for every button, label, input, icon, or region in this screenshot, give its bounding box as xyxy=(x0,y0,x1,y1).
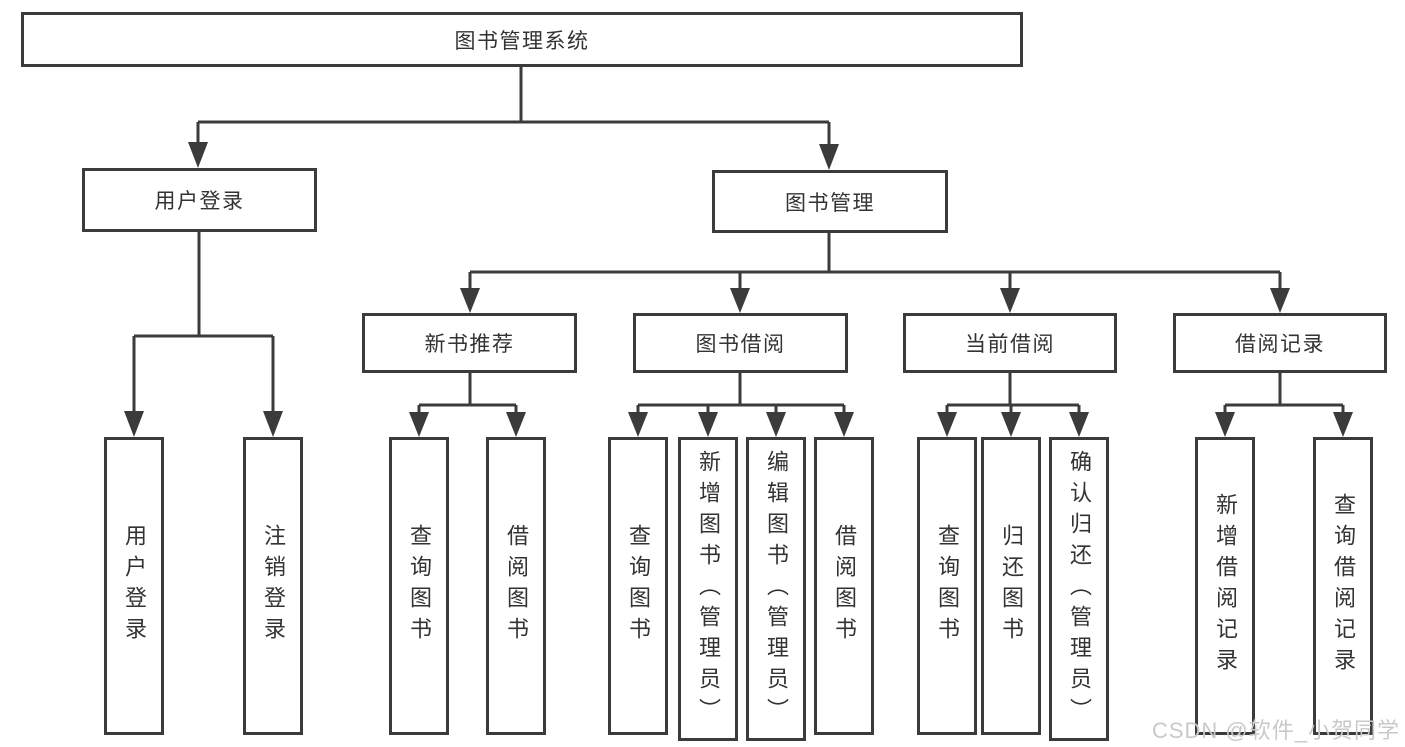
leaf-confirm-return-admin: 确认归还（管理员） xyxy=(1049,437,1109,741)
node-borrow-records-label: 借阅记录 xyxy=(1235,333,1325,356)
leaf-query-borrow-record: 查询借阅记录 xyxy=(1313,437,1373,735)
node-book-borrow: 图书借阅 xyxy=(633,313,848,373)
node-new-book-recommend: 新书推荐 xyxy=(362,313,577,373)
leaf-add-borrow-record: 新增借阅记录 xyxy=(1195,437,1255,735)
connector-current-borrow-children xyxy=(937,373,1089,437)
watermark: CSDN @软件_小贺同学 xyxy=(1151,718,1400,743)
node-user-login-label: 用户登录 xyxy=(154,190,245,213)
connector-book-management-level3 xyxy=(460,233,1290,313)
node-borrow-records: 借阅记录 xyxy=(1173,313,1387,373)
leaf-return-books: 归还图书 xyxy=(981,437,1041,735)
leaf-borrow-books-borrow-label: 借阅图书 xyxy=(832,524,857,648)
leaf-logout: 注销登录 xyxy=(243,437,303,735)
node-root-label: 图书管理系统 xyxy=(454,29,590,53)
node-book-borrow-label: 图书借阅 xyxy=(695,333,786,356)
leaf-add-books-admin: 新增图书（管理员） xyxy=(678,437,738,741)
node-book-management: 图书管理 xyxy=(712,170,948,233)
leaf-borrow-books-recommend: 借阅图书 xyxy=(486,437,546,735)
leaf-edit-books-admin: 编辑图书（管理员） xyxy=(746,437,806,741)
leaf-query-books-current: 查询图书 xyxy=(917,437,977,735)
node-root-system: 图书管理系统 xyxy=(21,12,1023,67)
node-new-book-recommend-label: 新书推荐 xyxy=(424,333,515,356)
leaf-query-books-recommend-label: 查询图书 xyxy=(407,524,432,648)
leaf-confirm-return-admin-label: 确认归还（管理员） xyxy=(1067,449,1092,729)
connector-borrow-records-children xyxy=(1215,373,1353,437)
leaf-user-login-label: 用户登录 xyxy=(122,524,147,648)
leaf-return-books-label: 归还图书 xyxy=(999,524,1024,648)
node-current-borrow: 当前借阅 xyxy=(903,313,1117,373)
leaf-add-borrow-record-label: 新增借阅记录 xyxy=(1213,493,1238,679)
leaf-add-books-admin-label: 新增图书（管理员） xyxy=(696,449,721,729)
connector-book-borrow-children xyxy=(628,373,854,437)
leaf-logout-label: 注销登录 xyxy=(261,524,286,648)
leaf-edit-books-admin-label: 编辑图书（管理员） xyxy=(764,449,789,729)
leaf-query-books-borrow-label: 查询图书 xyxy=(626,524,651,648)
node-user-login: 用户登录 xyxy=(82,168,317,232)
leaf-query-books-current-label: 查询图书 xyxy=(935,524,960,648)
connector-root-to-level2 xyxy=(188,67,839,170)
leaf-query-books-recommend: 查询图书 xyxy=(389,437,449,735)
leaf-user-login: 用户登录 xyxy=(104,437,164,735)
leaf-query-borrow-record-label: 查询借阅记录 xyxy=(1331,493,1356,679)
leaf-borrow-books-borrow: 借阅图书 xyxy=(814,437,874,735)
node-book-management-label: 图书管理 xyxy=(785,191,875,215)
connector-new-book-recommend-children xyxy=(409,373,526,437)
node-current-borrow-label: 当前借阅 xyxy=(965,333,1055,356)
leaf-query-books-borrow: 查询图书 xyxy=(608,437,668,735)
leaf-borrow-books-recommend-label: 借阅图书 xyxy=(504,524,529,648)
connector-user-login-children xyxy=(124,232,283,437)
